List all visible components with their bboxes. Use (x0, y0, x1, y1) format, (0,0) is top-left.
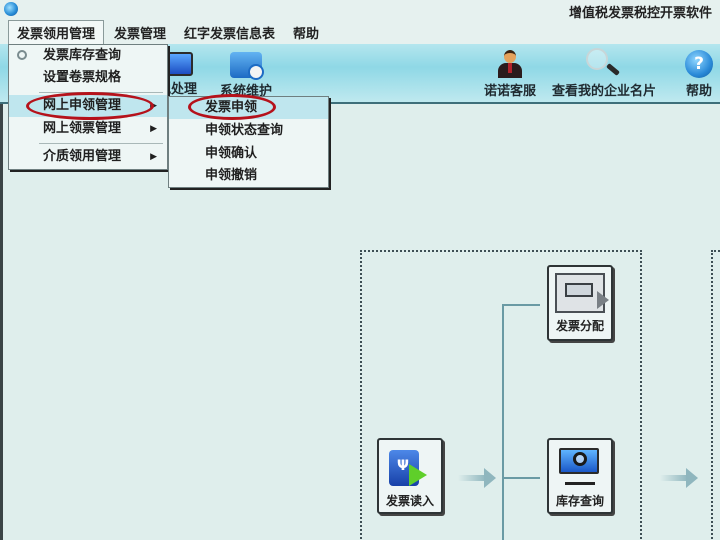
magnifier-icon (584, 48, 624, 82)
search-icon (17, 50, 27, 60)
invoice-distribute-icon (555, 273, 609, 313)
help-label: 帮助 (685, 84, 712, 99)
invoice-import-label: 发票读入 (385, 494, 434, 508)
menu-separator (39, 92, 163, 93)
online-application-submenu: 发票申领 申领状态查询 申领确认 申领撤销 (168, 96, 329, 188)
menu-item-label: 网上申领管理 (43, 98, 122, 113)
folder-gear-icon (230, 52, 264, 80)
menu-item-label: 设置卷票规格 (43, 70, 122, 85)
menu-item-online-application-management[interactable]: 网上申领管理 ▶ (9, 95, 167, 117)
submenu-arrow-icon: ▶ (150, 101, 157, 111)
menu-invoice-receive-management[interactable]: 发票领用管理 (8, 20, 105, 44)
title-bar: 增值税发票税控开票软件 (0, 0, 720, 21)
menu-separator (39, 143, 163, 144)
menu-item-application-status-query[interactable]: 申领状态查询 (205, 123, 284, 138)
menu-item-invoice-inventory-query[interactable]: 发票库存查询 (9, 45, 167, 67)
app-logo-icon (4, 2, 18, 16)
inventory-search-icon (557, 446, 603, 488)
invoice-distribute-button[interactable]: 发票分配 (547, 265, 613, 341)
menu-item-online-ticket-management[interactable]: 网上领票管理 ▶ (9, 118, 167, 140)
menu-help[interactable]: 帮助 (293, 26, 320, 42)
menu-item-label: 发票库存查询 (43, 48, 122, 63)
submenu-arrow-icon: ▶ (150, 152, 157, 162)
menu-red-invoice-info[interactable]: 红字发票信息表 (184, 26, 276, 42)
menu-item-media-receive-management[interactable]: 介质领用管理 ▶ (9, 146, 167, 168)
invoice-import-button[interactable]: Ψ 发票读入 (377, 438, 443, 514)
inventory-query-button[interactable]: 库存查询 (547, 438, 613, 514)
invoice-receive-dropdown: 发票库存查询 设置卷票规格 网上申领管理 ▶ 网上领票管理 ▶ 介质领用管理 ▶ (8, 44, 168, 170)
connector-horizontal (502, 477, 540, 479)
menu-item-roll-invoice-spec[interactable]: 设置卷票规格 (9, 67, 167, 89)
workflow-panel (360, 250, 642, 540)
menu-item-label: 介质领用管理 (43, 149, 122, 164)
submenu-arrow-icon: ▶ (150, 124, 157, 134)
window-title: 增值税发票税控开票软件 (568, 6, 712, 21)
company-card-label: 查看我的企业名片 (552, 84, 657, 99)
customer-service-button[interactable]: 诺诺客服 (484, 48, 536, 99)
menu-invoice-management[interactable]: 发票管理 (114, 26, 167, 42)
inventory-query-label: 库存查询 (555, 494, 604, 508)
customer-service-label: 诺诺客服 (484, 84, 537, 99)
workflow-panel-next (711, 250, 720, 540)
menu-item-application-revoke[interactable]: 申领撤销 (205, 168, 258, 183)
menu-item-invoice-application[interactable]: 发票申领 (169, 97, 328, 119)
usb-import-icon: Ψ (387, 446, 433, 488)
connector-vertical (502, 304, 504, 540)
menu-bar: 发票领用管理 发票管理 红字发票信息表 帮助 (0, 20, 720, 44)
help-question-icon: ? (685, 50, 713, 78)
connector-horizontal (502, 304, 540, 306)
menu-item-application-confirm[interactable]: 申领确认 (205, 146, 258, 161)
window-left-border (0, 104, 3, 540)
menu-item-label: 网上领票管理 (43, 121, 122, 136)
customer-service-person-icon (496, 48, 524, 78)
help-button[interactable]: ? 帮助 (685, 48, 713, 99)
company-card-button[interactable]: 查看我的企业名片 (552, 48, 656, 99)
invoice-distribute-label: 发票分配 (555, 319, 604, 333)
system-maintenance-button[interactable]: 系统维护 (220, 48, 272, 99)
